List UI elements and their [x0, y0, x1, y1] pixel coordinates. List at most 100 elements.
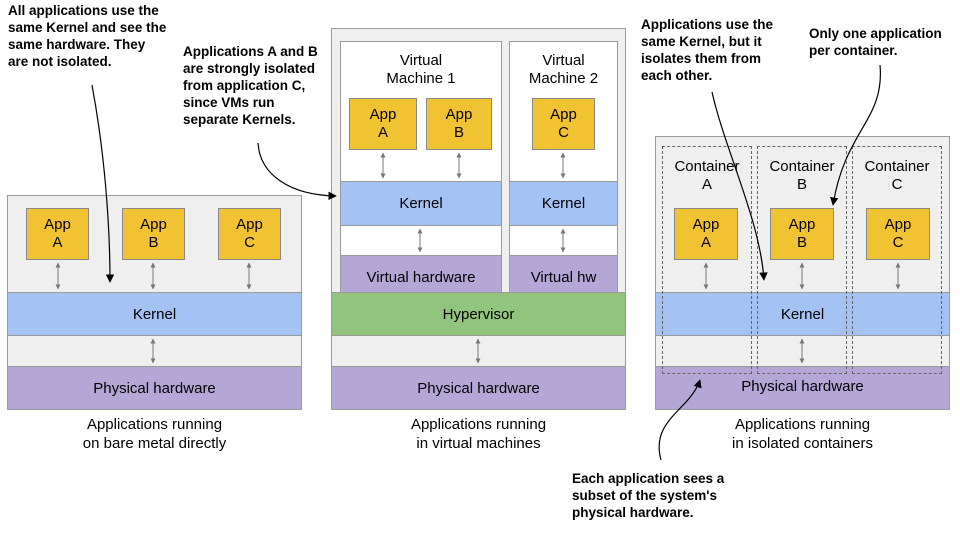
app-letter: C [892, 234, 904, 251]
note-line: from application C, [183, 78, 306, 93]
container-title-line: B [796, 176, 807, 193]
app-label: App [788, 216, 816, 233]
container-b-boundary [757, 146, 847, 374]
note-line: same Kernel, but it [641, 34, 762, 49]
kernel-label: Kernel [541, 195, 586, 212]
vm1-title: Virtual Machine 1 [340, 52, 502, 88]
caption-line: on bare metal directly [82, 435, 227, 452]
caption-line: in isolated containers [732, 435, 873, 452]
vm-caption: Applications running in virtual machines [331, 415, 626, 453]
note-hardware-subset: Each application sees a subset of the sy… [572, 470, 752, 521]
vm-title-line: Machine 2 [528, 70, 599, 87]
container-title-line: Container [769, 158, 835, 175]
bare-app-b: App B [122, 208, 185, 260]
app-label: App [692, 216, 720, 233]
vm2-kernel: Kernel [509, 181, 618, 226]
note-line: each other. [641, 68, 713, 83]
pointer-bare-note [91, 84, 115, 283]
bare-app-a: App A [26, 208, 89, 260]
kernel-label: Kernel [132, 305, 177, 323]
note-line: since VMs run [183, 95, 275, 110]
vm-app-c: App C [532, 98, 595, 150]
vm-app-a: App A [349, 98, 417, 150]
caption-line: Applications running [410, 416, 547, 433]
caption-line: in virtual machines [416, 435, 541, 452]
note-line: isolates them from [641, 51, 762, 66]
vm1-kernel: Kernel [340, 181, 502, 226]
app-label: App [445, 106, 473, 123]
app-label: App [550, 106, 577, 123]
hardware-label: Physical hardware [93, 379, 216, 397]
kernel-label: Kernel [399, 195, 443, 212]
note-bare-metal: All applications use the same Kernel and… [8, 2, 208, 70]
caption-line: Applications running [734, 416, 871, 433]
container-b-title: Container B [757, 158, 847, 194]
container-c-title: Container C [852, 158, 942, 194]
note-shared-kernel: Applications use the same Kernel, but it… [641, 16, 791, 84]
note-line: Each application sees a [572, 471, 725, 486]
caption-line: Applications running [86, 416, 223, 433]
hardware-label: Physical hardware [417, 379, 540, 397]
note-line: same Kernel and see the [8, 20, 167, 35]
container-a-boundary [662, 146, 752, 374]
note-line: separate Kernels. [183, 112, 296, 127]
app-letter: A [700, 234, 711, 251]
app-letter: A [52, 234, 63, 251]
app-letter: B [148, 234, 159, 251]
note-one-app: Only one application per container. [809, 25, 954, 59]
container-kernel: Kernel [655, 292, 950, 336]
vm-title-line: Virtual [399, 52, 443, 69]
bare-kernel: Kernel [7, 292, 302, 336]
vm-app-b: App B [426, 98, 492, 150]
app-letter: B [796, 234, 807, 251]
hardware-label: Physical hardware [741, 378, 864, 395]
pointer-subset-note [658, 379, 702, 461]
note-line: Applications use the [641, 17, 774, 32]
app-letter: A [377, 124, 388, 141]
annotation-pointers [91, 64, 882, 461]
hypervisor: Hypervisor [331, 292, 626, 336]
container-title-line: Container [864, 158, 930, 175]
note-line: per container. [809, 43, 898, 58]
note-line: are not isolated. [8, 54, 112, 69]
note-vm-isolation: Applications A and B are strongly isolat… [183, 43, 333, 128]
virtual-hardware-label: Virtual hardware [366, 269, 476, 286]
container-app-c: App C [866, 208, 930, 260]
note-line: All applications use the [8, 3, 159, 18]
pointer-one-app-note [830, 64, 882, 206]
bidirectional-connectors [55, 152, 901, 364]
container-a-title: Container A [662, 158, 752, 194]
app-label: App [236, 216, 263, 233]
container-app-b: App B [770, 208, 834, 260]
container-title-line: Container [674, 158, 740, 175]
vm-title-line: Virtual [542, 52, 585, 69]
vm2-title: Virtual Machine 2 [509, 52, 618, 88]
virtual-hardware-label: Virtual hw [530, 269, 597, 286]
container-title-line: C [891, 176, 903, 193]
note-line: are strongly isolated [183, 61, 316, 76]
bare-app-c: App C [218, 208, 281, 260]
app-label: App [44, 216, 71, 233]
pointer-kernel-note [711, 91, 768, 281]
app-letter: C [244, 234, 255, 251]
container-c-boundary [852, 146, 942, 374]
app-label: App [884, 216, 912, 233]
app-letter: B [453, 124, 464, 141]
container-title-line: A [701, 176, 712, 193]
app-label: App [369, 106, 397, 123]
container-caption: Applications running in isolated contain… [655, 415, 950, 453]
note-line: same hardware. They [8, 37, 146, 52]
vm-title-line: Machine 1 [386, 70, 456, 87]
vm-physical-hardware: Physical hardware [331, 366, 626, 410]
app-label: App [140, 216, 167, 233]
hypervisor-label: Hypervisor [442, 305, 515, 323]
container-app-a: App A [674, 208, 738, 260]
bare-physical-hardware: Physical hardware [7, 366, 302, 410]
note-line: physical hardware. [572, 505, 694, 520]
note-line: subset of the system's [572, 488, 718, 503]
note-line: Only one application [809, 26, 942, 41]
app-letter: C [558, 124, 569, 141]
bare-caption: Applications running on bare metal direc… [7, 415, 302, 453]
pointer-vm-note [257, 142, 337, 201]
